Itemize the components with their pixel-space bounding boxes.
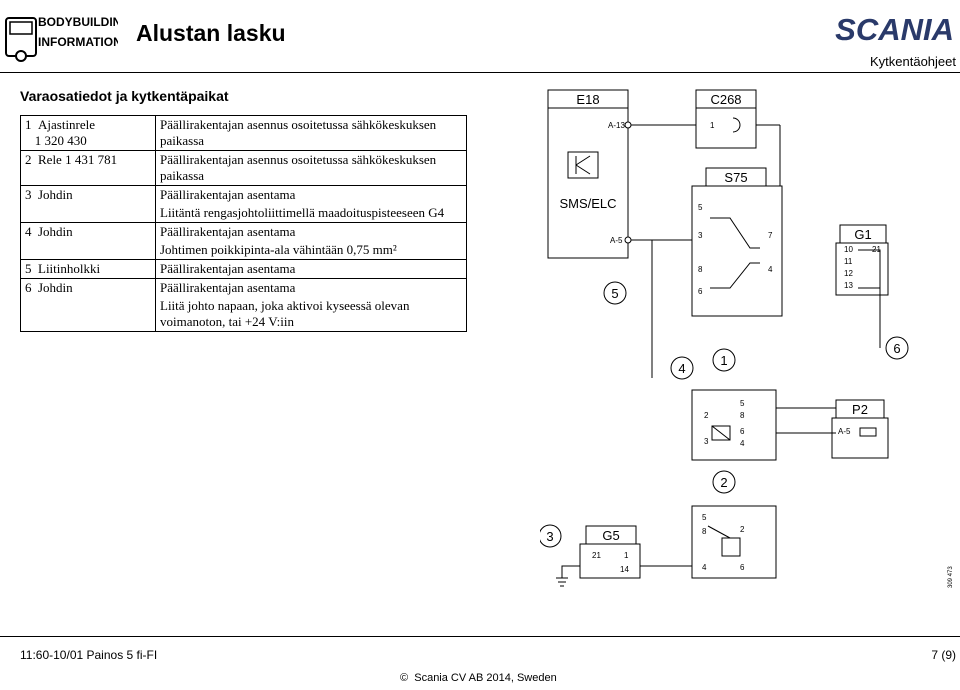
pin-a13: A-13 [608,121,625,130]
svg-text:5: 5 [702,513,707,522]
e18-label: E18 [576,92,599,107]
logo-text-2: INFORMATION [38,35,118,49]
svg-text:10: 10 [844,245,853,254]
table-row: 5 Liitinholkki Päällirakentajan asentama [20,259,467,279]
scania-logo: SCANIA [835,12,954,44]
table-row: 1 Ajastinrele 1 320 430 Päällirakentajan… [20,115,467,151]
s75-label: S75 [724,170,747,185]
timer-relay-box [691,389,777,461]
transistor-symbol [567,151,599,179]
logo-text-1: BODYBUILDING [38,15,118,29]
table-row: 2 Rele 1 431 781 Päällirakentajan asennu… [20,150,467,186]
table-row: 4 Johdin Päällirakentajan asentama [20,222,467,241]
c268-label: C268 [710,92,741,107]
g1-label: G1 [854,227,871,242]
figure-id: 309 473 [948,566,954,588]
table-row-note: Johtimen poikkipinta-ala vähintään 0,75 … [20,241,467,260]
svg-text:4: 4 [768,265,773,274]
svg-text:1: 1 [624,551,629,560]
svg-text:5: 5 [740,399,745,408]
callout-5 [603,281,627,305]
wiring-diagram: E18 SMS/ELC A-13 A-5 5 C268 1 S75 5 3 7 … [540,89,954,588]
svg-text:13: 13 [844,281,853,290]
callout-3 [540,524,562,548]
row-desc: Päällirakentajan asennus osoitetussa säh… [155,150,467,186]
s75-switch [691,185,783,317]
svg-text:4: 4 [678,361,685,376]
copyright: © Scania CV AB 2014, Sweden [400,672,557,684]
svg-text:2: 2 [740,525,745,534]
callout-6 [885,336,909,360]
relay-2-box [691,505,777,579]
svg-text:2: 2 [720,475,727,490]
p2-label: P2 [852,402,868,417]
svg-text:2: 2 [704,411,709,420]
page-title: Alustan lasku [136,20,286,46]
row-note: Liitäntä rengasjohtoliittimellä maadoitu… [155,204,467,223]
svg-text:14: 14 [620,565,629,574]
row-desc: Päällirakentajan asentama [155,259,467,279]
row-desc: Päällirakentajan asennus osoitetussa säh… [155,115,467,151]
table-row-note: Liitäntä rengasjohtoliittimellä maadoitu… [20,204,467,223]
svg-text:3: 3 [546,529,553,544]
svg-text:12: 12 [844,269,853,278]
svg-text:4: 4 [702,563,707,572]
section-label: Kytkentäohjeet [869,54,956,69]
svg-text:8: 8 [702,527,707,536]
sms-elc-box [547,107,629,259]
footer-rule [0,636,960,637]
svg-text:5: 5 [698,203,703,212]
row-desc: Päällirakentajan asentama [155,222,467,241]
parts-heading: Varaosatiedot ja kytkentäpaikat [20,88,229,104]
table-row: 6 Johdin Päällirakentajan asentama [20,278,467,297]
pin-a5: A-5 [610,236,623,245]
svg-text:6: 6 [740,563,745,572]
svg-text:3: 3 [704,437,709,446]
ground-icon [556,565,580,587]
svg-text:4: 4 [740,439,745,448]
svg-text:21: 21 [592,551,601,560]
svg-text:A-5: A-5 [838,427,851,436]
callout-2 [712,470,736,494]
callout-1 [712,348,736,372]
svg-text:11: 11 [844,257,853,266]
document-id: 11:60-10/01 Painos 5 fi-FI [20,648,158,662]
svg-text:6: 6 [893,341,900,356]
svg-text:5: 5 [611,286,618,301]
row-desc: Päällirakentajan asentama [155,278,467,297]
svg-text:6: 6 [740,427,745,436]
svg-text:6: 6 [698,287,703,296]
row-note: Johtimen poikkipinta-ala vähintään 0,75 … [155,241,467,260]
page-number: 7 (9) [931,648,956,662]
svg-text:1: 1 [710,121,715,130]
g5-label: G5 [602,528,619,543]
copyright-symbol: © [400,672,409,684]
svg-text:8: 8 [698,265,703,274]
sms-elc-label: SMS/ELC [559,196,616,211]
svg-text:7: 7 [768,231,773,240]
svg-text:1: 1 [720,353,727,368]
table-row: 3 Johdin Päällirakentajan asentama [20,185,467,204]
svg-text:8: 8 [740,411,745,420]
transistor-icon [575,155,591,175]
header-rule [0,72,960,73]
svg-text:3: 3 [698,231,703,240]
parts-table: 1 Ajastinrele 1 320 430 Päällirakentajan… [20,115,467,332]
copyright-text: Scania CV AB 2014, Sweden [414,672,557,684]
table-row-note: Liitä johto napaan, joka aktivoi kyseess… [20,297,467,332]
bodybuilding-information-logo: BODYBUILDING INFORMATION [5,15,118,62]
callout-4 [670,356,694,380]
row-desc: Päällirakentajan asentama [155,185,467,204]
brand-text: SCANIA [835,12,954,44]
row-note: Liitä johto napaan, joka aktivoi kyseess… [155,297,467,332]
